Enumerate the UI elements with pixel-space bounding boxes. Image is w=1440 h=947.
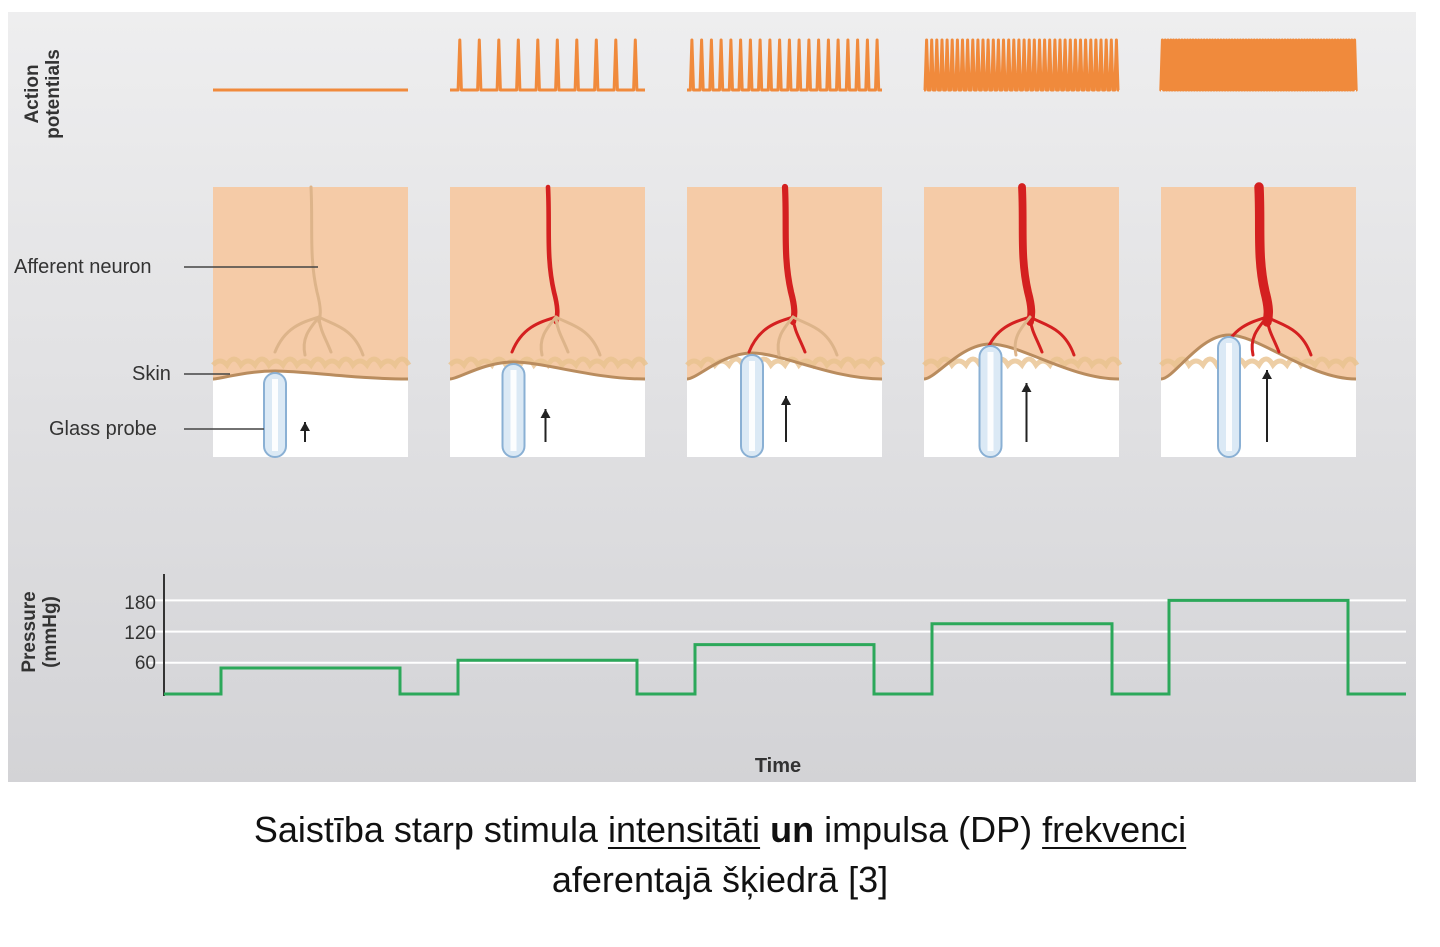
skin-body [687, 187, 882, 379]
skin-surface-line [449, 360, 646, 381]
caption-line-1: Saistība starp stimula intensitāti un im… [0, 805, 1440, 855]
glass-probe-highlight [987, 352, 994, 451]
stimulus-arrow-head [1262, 370, 1272, 379]
panel-3 [685, 183, 886, 458]
neuron-branch-3 [554, 315, 602, 357]
skin-texture [211, 356, 412, 370]
panel-1 [211, 185, 412, 458]
y-tick-180: 180 [124, 593, 156, 614]
skin-body [213, 187, 408, 379]
neuron-trunk [309, 185, 322, 324]
neuron-trunk [1254, 182, 1274, 327]
skin-texture [922, 356, 1123, 370]
y-tick-60: 60 [135, 653, 156, 674]
pressure-label-line1: Pressure [19, 591, 40, 672]
caption: Saistība starp stimula intensitāti un im… [0, 805, 1440, 905]
spike-train-2 [450, 38, 645, 92]
diagram: 180 120 60 Action potentials Pressure (m… [14, 38, 1406, 777]
action-potential-traces [213, 38, 1358, 92]
neuron-branch-4 [302, 315, 321, 357]
neuron-branch-3 [1265, 315, 1313, 357]
neuron-branch-2 [317, 317, 333, 354]
spike-train-3 [687, 38, 882, 92]
stimulus-arrow-head [1021, 383, 1032, 392]
action-potentials-label-line1: Action [22, 64, 43, 123]
skin-surface-line [1160, 333, 1357, 381]
action-potentials-label-line2: potentials [43, 49, 64, 139]
caption-text-2: impulsa (DP) [814, 809, 1043, 850]
gridlines [148, 599, 1406, 664]
caption-intensity: intensitāti [607, 809, 761, 850]
stimulus-arrow-head [781, 396, 791, 405]
caption-text-1: Saistība starp stimula [253, 809, 608, 850]
neuron-branch-3 [317, 315, 365, 357]
glass-probe-highlight [1226, 343, 1232, 451]
neuron-branch-1 [273, 315, 321, 354]
neuron-branch-2 [554, 317, 570, 354]
skin-surface-line [212, 369, 409, 381]
panel-4 [922, 183, 1123, 458]
neuron-branch-3 [791, 315, 839, 357]
skin-surface-line [686, 351, 883, 381]
panel-5 [1159, 182, 1360, 458]
neuron-branch-2 [1265, 317, 1281, 354]
neuron-branch-1 [510, 315, 558, 354]
neuron-branch-1 [747, 315, 795, 354]
spike-train-4 [923, 38, 1120, 92]
glass-probe-label: Glass probe [49, 418, 157, 440]
neuron-trunk [781, 183, 798, 326]
neuron-branch-4 [1013, 315, 1032, 357]
skin-panels [211, 182, 1360, 458]
neuron-branch-4 [1250, 315, 1269, 357]
pressure-label-line2: (mmHg) [40, 596, 61, 668]
neuron-branch-2 [1028, 317, 1044, 354]
time-axis-label: Time [755, 755, 801, 777]
spike-train-5 [1159, 38, 1358, 92]
neuron-branch-4 [539, 315, 558, 357]
neuron-branch-2 [791, 317, 807, 354]
figure: 180 120 60 Action potentials Pressure (m… [8, 12, 1416, 782]
skin-body [924, 187, 1119, 379]
caption-and: un [770, 809, 815, 850]
caption-frequency: frekvenci [1042, 809, 1187, 850]
glass-probe-highlight [749, 361, 755, 451]
glass-probe-highlight [272, 379, 278, 451]
skin-label: Skin [132, 363, 171, 385]
skin-body [450, 187, 645, 379]
afferent-neuron-label: Afferent neuron [14, 256, 152, 278]
glass-probe-highlight [510, 370, 517, 451]
caption-space [760, 809, 770, 850]
pressure-trace [164, 598, 1406, 696]
panel-2 [448, 184, 649, 458]
y-tick-120: 120 [124, 623, 156, 644]
stimulus-arrow-head [300, 422, 310, 431]
stimulus-arrow-head [540, 409, 551, 418]
neuron-trunk [545, 184, 560, 325]
caption-line-2: aferentajā šķiedrā [3] [551, 859, 889, 900]
skin-texture [1159, 356, 1360, 370]
neuron-trunk [1018, 183, 1036, 326]
pressure-chart: 180 120 60 [124, 574, 1406, 696]
neuron-branch-3 [1028, 315, 1076, 357]
neuron-branch-4 [776, 315, 795, 357]
